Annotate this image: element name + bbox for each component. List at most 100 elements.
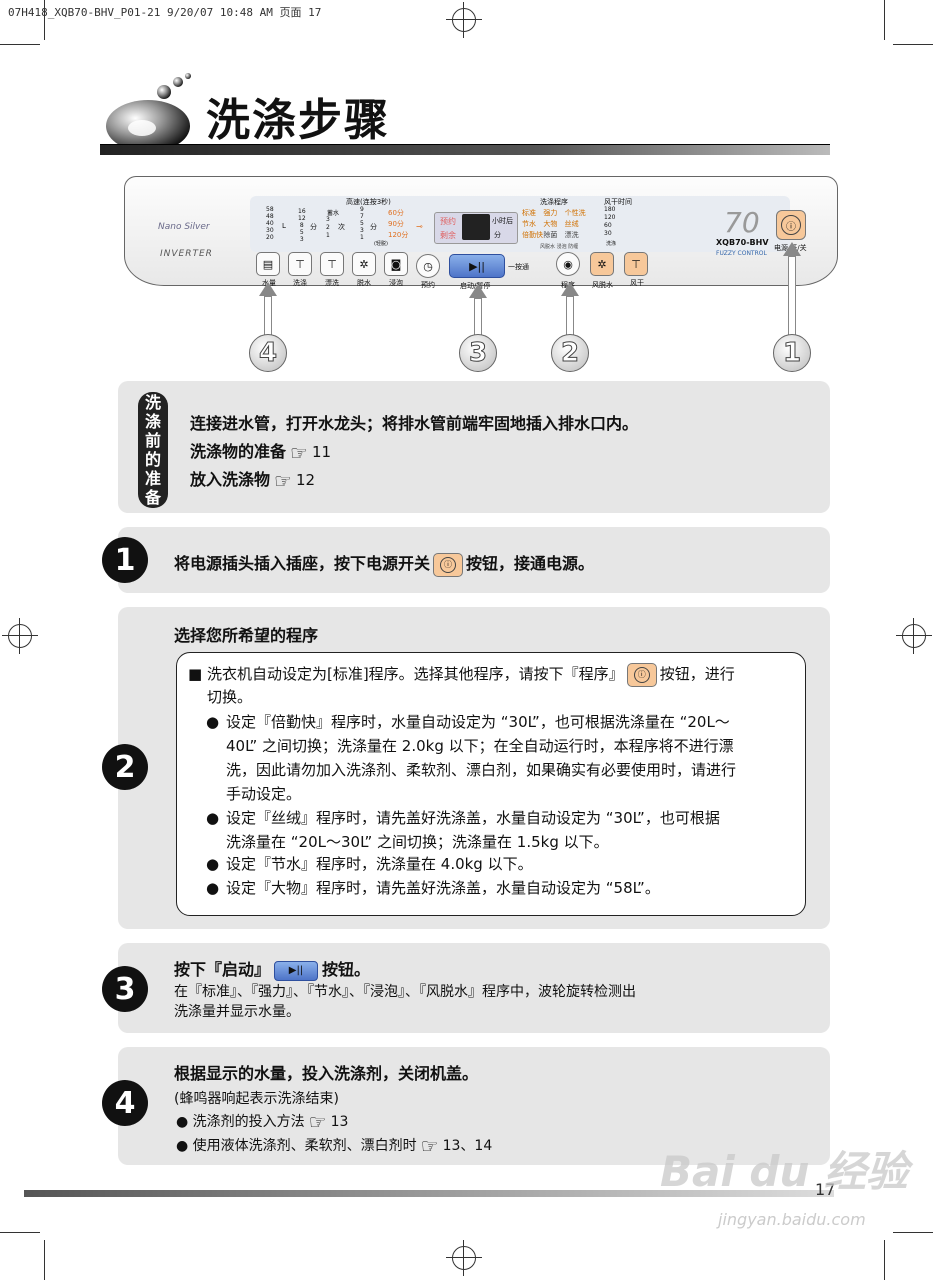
panel-display-area xyxy=(250,196,790,252)
step-3-description: 在『标准』、『强力』、『节水』、『浸泡』、『风脱水』程序中，波轮旋转检测出洗涤量… xyxy=(174,984,636,1020)
water-level-button[interactable]: ▤ xyxy=(256,252,280,276)
shirt-icon: ⊤ xyxy=(327,257,337,271)
air-dry-button[interactable]: ⊤ xyxy=(624,252,648,276)
pre-wash-line: 洗涤物的准备☞11 xyxy=(190,440,332,465)
trim-mark xyxy=(884,1240,885,1280)
program-button-icon: ⓘ xyxy=(626,662,657,687)
bullet-dot: ● xyxy=(206,809,220,827)
spin-button[interactable]: ✲ xyxy=(352,252,376,276)
step-4-note: (蜂鸣器响起表示洗涤结束) xyxy=(174,1091,339,1107)
lcd-unit-minutes: 分 xyxy=(494,231,501,239)
dry-note: 洗涤 xyxy=(606,241,617,247)
pointing-hand-icon: ☞ xyxy=(420,1134,439,1158)
reserve-button[interactable]: ◷ xyxy=(416,254,440,278)
program-note-bullet: 设定『大物』程序时，请先盖好洗涤盖，水量自动设定为 “58L”。 xyxy=(226,879,660,897)
registration-mark xyxy=(2,618,38,654)
page-reference[interactable]: 12 xyxy=(295,471,316,489)
start-pause-button[interactable]: ▶|| xyxy=(449,254,505,278)
program-note-bullet: 设定『倍勤快』程序时，水量自动设定为 “30L”，也可根据洗涤量在 “20L～4… xyxy=(226,713,737,803)
bullet-dot: ● xyxy=(206,713,220,731)
callout-arrow xyxy=(783,242,801,256)
page-reference[interactable]: 13 xyxy=(330,1114,349,1130)
spin-note: (轻脱) xyxy=(374,241,388,247)
page-number: 17 xyxy=(815,1180,836,1199)
water-level-icon: ▤ xyxy=(262,257,274,271)
button-label: 洗涤 xyxy=(293,279,307,287)
start-button-icon: ▶|| xyxy=(274,960,319,981)
pre-wash-line: 放入洗涤物☞12 xyxy=(190,468,316,493)
model-code: XQB70-BHV xyxy=(716,238,769,247)
step-4-item: ● 使用液体洗涤剂、柔软剂、漂白剂时☞13、14 xyxy=(176,1134,493,1158)
callout-arrow xyxy=(469,284,487,298)
registration-mark xyxy=(896,618,932,654)
program-icon: ◉ xyxy=(563,257,573,271)
step-number-3: 3 xyxy=(102,966,148,1012)
program-note-bullet: 设定『丝绒』程序时，请先盖好洗涤盖，水量自动设定为 “30L”，也可根据洗涤量在… xyxy=(226,809,720,851)
pointing-hand-icon: ☞ xyxy=(274,468,292,493)
brand-label: Nano Silver xyxy=(158,222,210,232)
button-label: 预约 xyxy=(421,281,435,289)
lcd-remain-label: 剩余 xyxy=(440,231,456,240)
one-touch-label: 一按通 xyxy=(508,263,529,271)
model-number: 70 xyxy=(724,206,760,239)
trim-mark xyxy=(893,1232,933,1233)
title-decoration-icon xyxy=(106,73,191,152)
button-label: 浸泡 xyxy=(389,279,403,287)
trim-mark xyxy=(0,44,40,45)
inverter-label: INVERTER xyxy=(160,249,213,259)
program-notes-box xyxy=(176,652,806,916)
callout-arrow xyxy=(264,296,272,336)
air-spin-button[interactable]: ✲ xyxy=(590,252,614,276)
callout-arrow xyxy=(788,256,796,336)
air-spin-icon: ✲ xyxy=(597,257,607,271)
key-icon: ⊸ xyxy=(416,222,423,231)
rinse-button[interactable]: ⊤ xyxy=(320,252,344,276)
callout-arrow xyxy=(566,296,574,336)
clock-icon: ◷ xyxy=(423,259,433,273)
program-title: 洗涤程序 xyxy=(540,198,568,206)
button-label: 漂洗 xyxy=(325,279,339,287)
spin-unit: 分 xyxy=(370,223,377,231)
pre-wash-label: 洗涤前 的准备 xyxy=(138,392,168,508)
step-2-heading: 选择您所希望的程序 xyxy=(174,626,319,645)
callout-badge-3: 3 xyxy=(459,334,497,372)
trim-mark xyxy=(893,44,933,45)
callout-arrow xyxy=(561,282,579,296)
wash-button[interactable]: ⊤ xyxy=(288,252,312,276)
step-number-4: 4 xyxy=(102,1080,148,1126)
registration-mark xyxy=(446,2,482,38)
callout-badge-2: 2 xyxy=(551,334,589,372)
lcd-unit-hours: 小时后 xyxy=(492,217,513,225)
registration-mark xyxy=(446,1240,482,1276)
callout-arrow xyxy=(474,298,482,336)
power-button[interactable]: ⓘ xyxy=(776,210,806,240)
water-unit: L xyxy=(282,222,286,230)
print-header: 07H418_XQB70-BHV_P01-21 9/20/07 10:48 AM… xyxy=(8,6,322,19)
program-note-bullet: 设定『节水』程序时，洗涤量在 4.0kg 以下。 xyxy=(226,855,533,873)
play-pause-icon: ▶|| xyxy=(469,259,485,273)
step-4-item: ● 洗涤剂的投入方法☞13 xyxy=(176,1110,349,1134)
page-reference[interactable]: 13、14 xyxy=(442,1138,493,1154)
soak-button[interactable]: ◙ xyxy=(384,252,408,276)
callout-badge-4: 4 xyxy=(249,334,287,372)
step-4-heading: 根据显示的水量，投入洗涤剂，关闭机盖。 xyxy=(174,1064,479,1083)
bullet-dot: ● xyxy=(206,879,220,897)
step-3-section xyxy=(118,943,830,1033)
program-button[interactable]: ◉ xyxy=(556,252,580,276)
soak-icon: ◙ xyxy=(390,257,402,271)
rinse-unit: 次 xyxy=(338,223,345,231)
step-1-section xyxy=(118,527,830,593)
pointing-hand-icon: ☞ xyxy=(290,440,308,465)
program-note-main-cont: 切换。 xyxy=(207,688,253,706)
speed-title: 高速(连按3秒) xyxy=(346,198,391,206)
page-reference[interactable]: 11 xyxy=(311,443,332,461)
baidu-watermark-url: jingyan.baidu.com xyxy=(718,1210,866,1229)
wash-unit: 分 xyxy=(310,223,317,231)
program-subnotes: 风脱水 浸泡 防缠 xyxy=(540,244,579,250)
button-label: 脱水 xyxy=(357,279,371,287)
